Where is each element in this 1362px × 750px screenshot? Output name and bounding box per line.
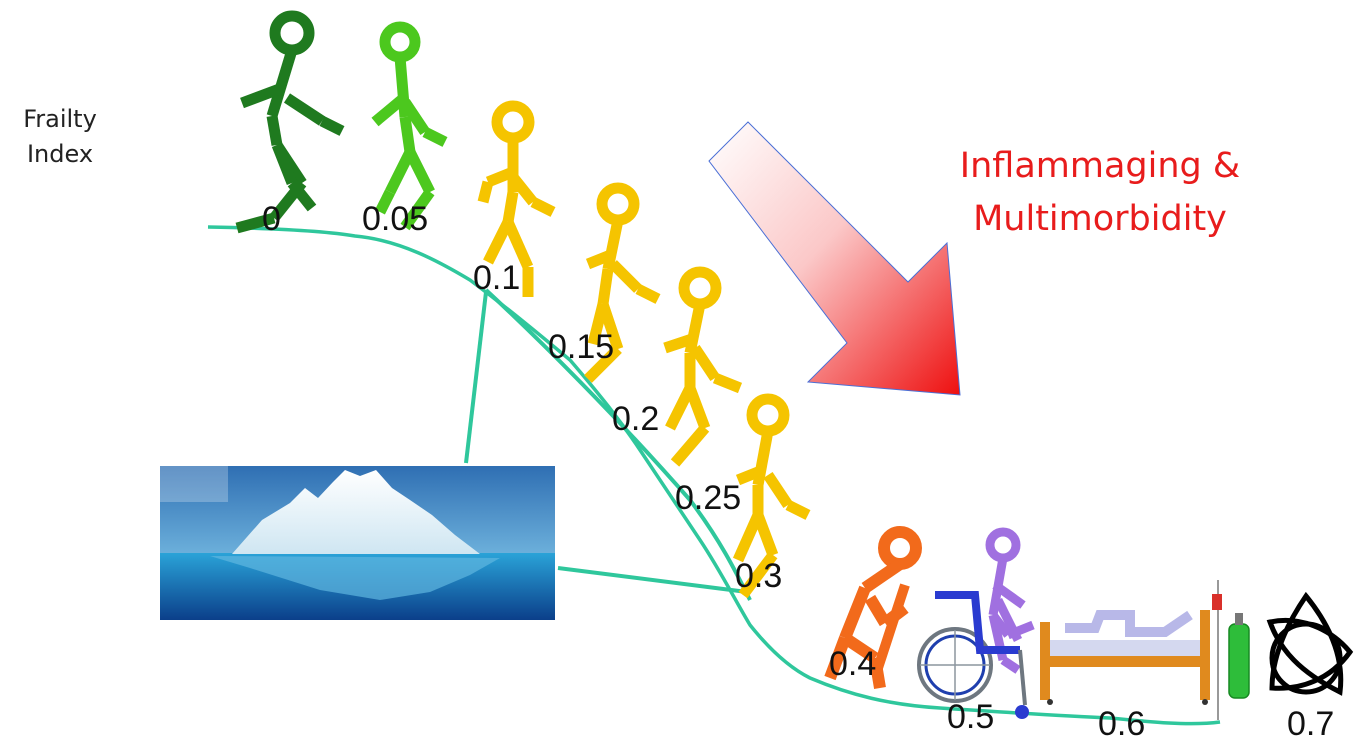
trend-arrow-icon bbox=[708, 121, 961, 396]
axis-title-line2: Index bbox=[26, 139, 94, 168]
figure-limb bbox=[839, 585, 871, 641]
stick-figure-icon bbox=[371, 21, 448, 231]
figure-limb bbox=[684, 302, 706, 355]
iv-pole-icon bbox=[1212, 580, 1222, 720]
figure-limb bbox=[665, 385, 695, 431]
axis-title-line1: Frailty bbox=[23, 105, 97, 133]
figure-limb bbox=[399, 116, 416, 153]
figure-limb bbox=[319, 116, 345, 136]
scale-value-0-1: 0.1 bbox=[473, 259, 521, 297]
figure-limb bbox=[635, 284, 661, 304]
figure-limb bbox=[587, 302, 609, 346]
figure-head bbox=[985, 527, 1021, 563]
figure-limb bbox=[266, 48, 298, 118]
figure-limb bbox=[271, 142, 298, 186]
figure-limb bbox=[597, 268, 614, 305]
figure-head bbox=[491, 100, 535, 144]
wheelchair-icon bbox=[917, 591, 1029, 719]
figure-limb bbox=[785, 500, 811, 520]
scale-value-0-7: 0.7 bbox=[1287, 705, 1335, 743]
figure-head bbox=[878, 526, 922, 570]
headline: Inflammaging & Multimorbidity bbox=[895, 140, 1305, 245]
oxygen-tank-icon bbox=[1228, 613, 1250, 699]
frailty-curve bbox=[207, 225, 1221, 726]
hospital-bed-icon bbox=[1040, 610, 1210, 705]
figure-limb bbox=[400, 98, 430, 136]
axis-title: Frailty Index bbox=[10, 102, 110, 172]
figure-limb bbox=[738, 551, 778, 599]
figure-head bbox=[596, 182, 640, 226]
triquetra-icon bbox=[1266, 591, 1354, 696]
iceberg-image bbox=[160, 466, 555, 620]
cane-icon bbox=[873, 583, 910, 670]
stick-figure-icon bbox=[732, 393, 811, 599]
figure-limb bbox=[508, 173, 538, 206]
figure-limb bbox=[477, 180, 494, 204]
headline-line1: Inflammaging & bbox=[959, 146, 1241, 186]
figure-limb bbox=[371, 92, 409, 127]
figure-limb bbox=[485, 166, 516, 188]
scale-value-0-6: 0.6 bbox=[1098, 705, 1146, 743]
figure-head bbox=[678, 266, 722, 310]
scale-value-0: 0 bbox=[262, 200, 281, 238]
stick-figure-icon bbox=[477, 100, 556, 297]
figure-limb bbox=[502, 219, 534, 270]
figure-limb bbox=[287, 179, 317, 212]
figure-limb bbox=[585, 248, 616, 270]
stick-figure-icon bbox=[235, 10, 345, 234]
scale-value-0-3: 0.3 bbox=[735, 557, 783, 595]
figure-limb bbox=[993, 597, 1023, 643]
figure-limb bbox=[235, 212, 276, 234]
figure-limb bbox=[861, 559, 904, 593]
figure-head bbox=[269, 10, 315, 56]
figure-limb bbox=[502, 191, 519, 223]
figure-limb bbox=[375, 189, 395, 215]
figure-limb bbox=[584, 345, 622, 383]
stick-figure-icon bbox=[584, 182, 661, 383]
figure-limb bbox=[400, 188, 435, 231]
figure-limb bbox=[240, 82, 284, 109]
figure-limb bbox=[483, 219, 513, 265]
figure-limb bbox=[530, 197, 556, 217]
figure-limb bbox=[732, 512, 764, 563]
figure-limb bbox=[422, 127, 448, 147]
figure-limb bbox=[266, 115, 283, 146]
scale-value-0-05: 0.05 bbox=[362, 200, 429, 238]
figure-limb bbox=[1000, 656, 1021, 674]
scale-value-0-25: 0.25 bbox=[675, 479, 742, 517]
figure-limb bbox=[763, 471, 793, 509]
figure-limb bbox=[405, 149, 435, 195]
figure-limb bbox=[992, 581, 1026, 609]
figure-head bbox=[379, 21, 421, 63]
figure-limb bbox=[670, 424, 710, 467]
figure-limb bbox=[735, 464, 766, 486]
headline-line2: Multimorbidity bbox=[973, 198, 1227, 239]
stick-figure-icon bbox=[985, 527, 1035, 674]
figure-head bbox=[746, 393, 790, 437]
figure-limb bbox=[690, 344, 720, 382]
figure-limb bbox=[712, 372, 743, 394]
stick-figure-icon bbox=[663, 266, 743, 467]
scale-value-0-15: 0.15 bbox=[548, 328, 615, 366]
figure-limb bbox=[609, 260, 642, 293]
figure-limb bbox=[663, 332, 697, 354]
scale-value-0-4: 0.4 bbox=[829, 645, 877, 683]
scale-value-0-2: 0.2 bbox=[612, 400, 660, 438]
scale-value-0-5: 0.5 bbox=[947, 698, 995, 736]
figure-limb bbox=[385, 149, 415, 195]
figure-limb bbox=[283, 93, 326, 126]
callout-lines bbox=[464, 288, 752, 601]
figure-limb bbox=[824, 635, 851, 681]
